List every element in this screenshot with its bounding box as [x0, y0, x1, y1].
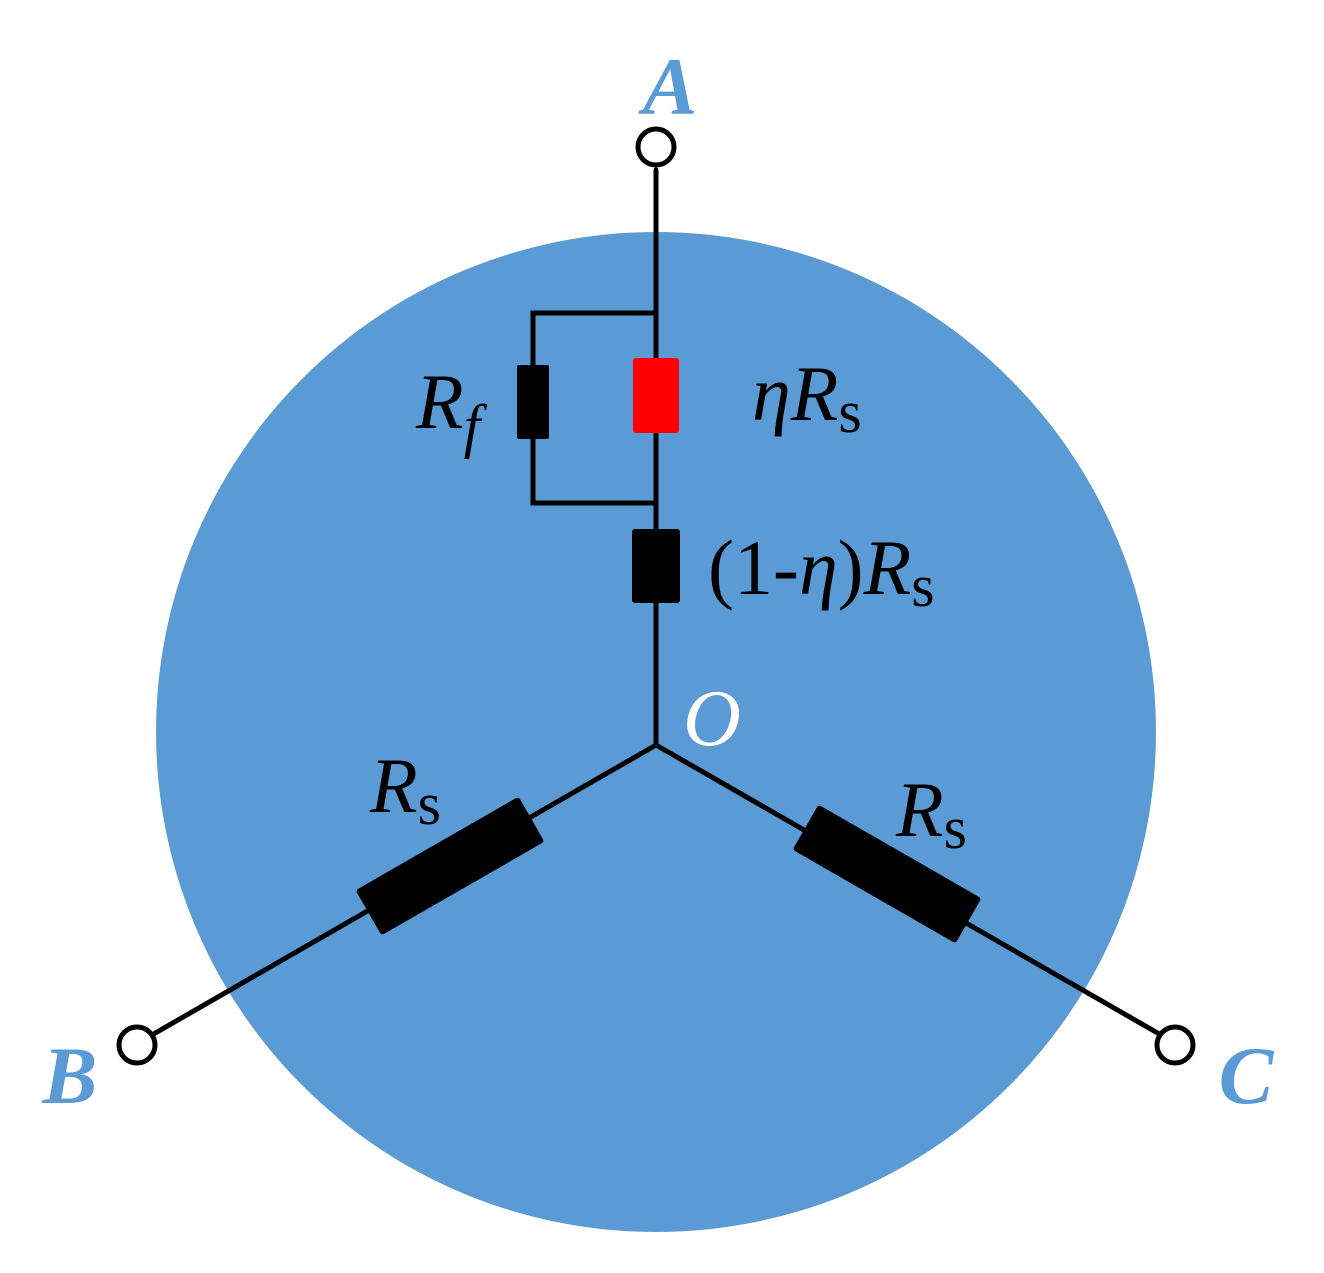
terminal-label-b: B — [42, 1030, 98, 1121]
label-eta-rs-main: R — [790, 350, 839, 437]
label-eta-rs: ηRs — [752, 350, 862, 445]
terminal-label-a: A — [638, 41, 698, 132]
terminal-b — [116, 1024, 158, 1066]
terminal-label-c: C — [1219, 1030, 1275, 1121]
label-rest-main: R — [863, 524, 912, 611]
terminal-c — [1154, 1024, 1196, 1066]
neutral-label: O — [683, 675, 741, 763]
terminal-a — [635, 126, 677, 168]
label-b-rs-main: R — [369, 742, 418, 829]
label-c-rs: Rs — [895, 766, 967, 861]
resistor-rest-rs — [632, 529, 680, 603]
label-eta-rs-prefix: η — [752, 350, 791, 437]
label-c-rs-sub: s — [944, 795, 967, 861]
label-b-rs-sub: s — [418, 771, 441, 837]
label-rest-close: ) — [838, 524, 864, 611]
label-rest-open: (1- — [708, 524, 799, 611]
resistor-rf — [517, 365, 549, 439]
resistor-eta-rs — [633, 358, 679, 433]
resistor-c-phase — [793, 805, 981, 943]
label-rf-main: R — [415, 358, 464, 445]
label-rest-sub: s — [911, 553, 934, 619]
label-rest-eta: η — [799, 524, 838, 611]
label-rest-rs: (1-η)Rs — [708, 524, 935, 619]
label-eta-rs-sub: s — [838, 379, 861, 445]
label-c-rs-main: R — [895, 766, 944, 853]
label-b-rs: Rs — [369, 742, 441, 837]
resistor-b-phase — [356, 797, 544, 935]
